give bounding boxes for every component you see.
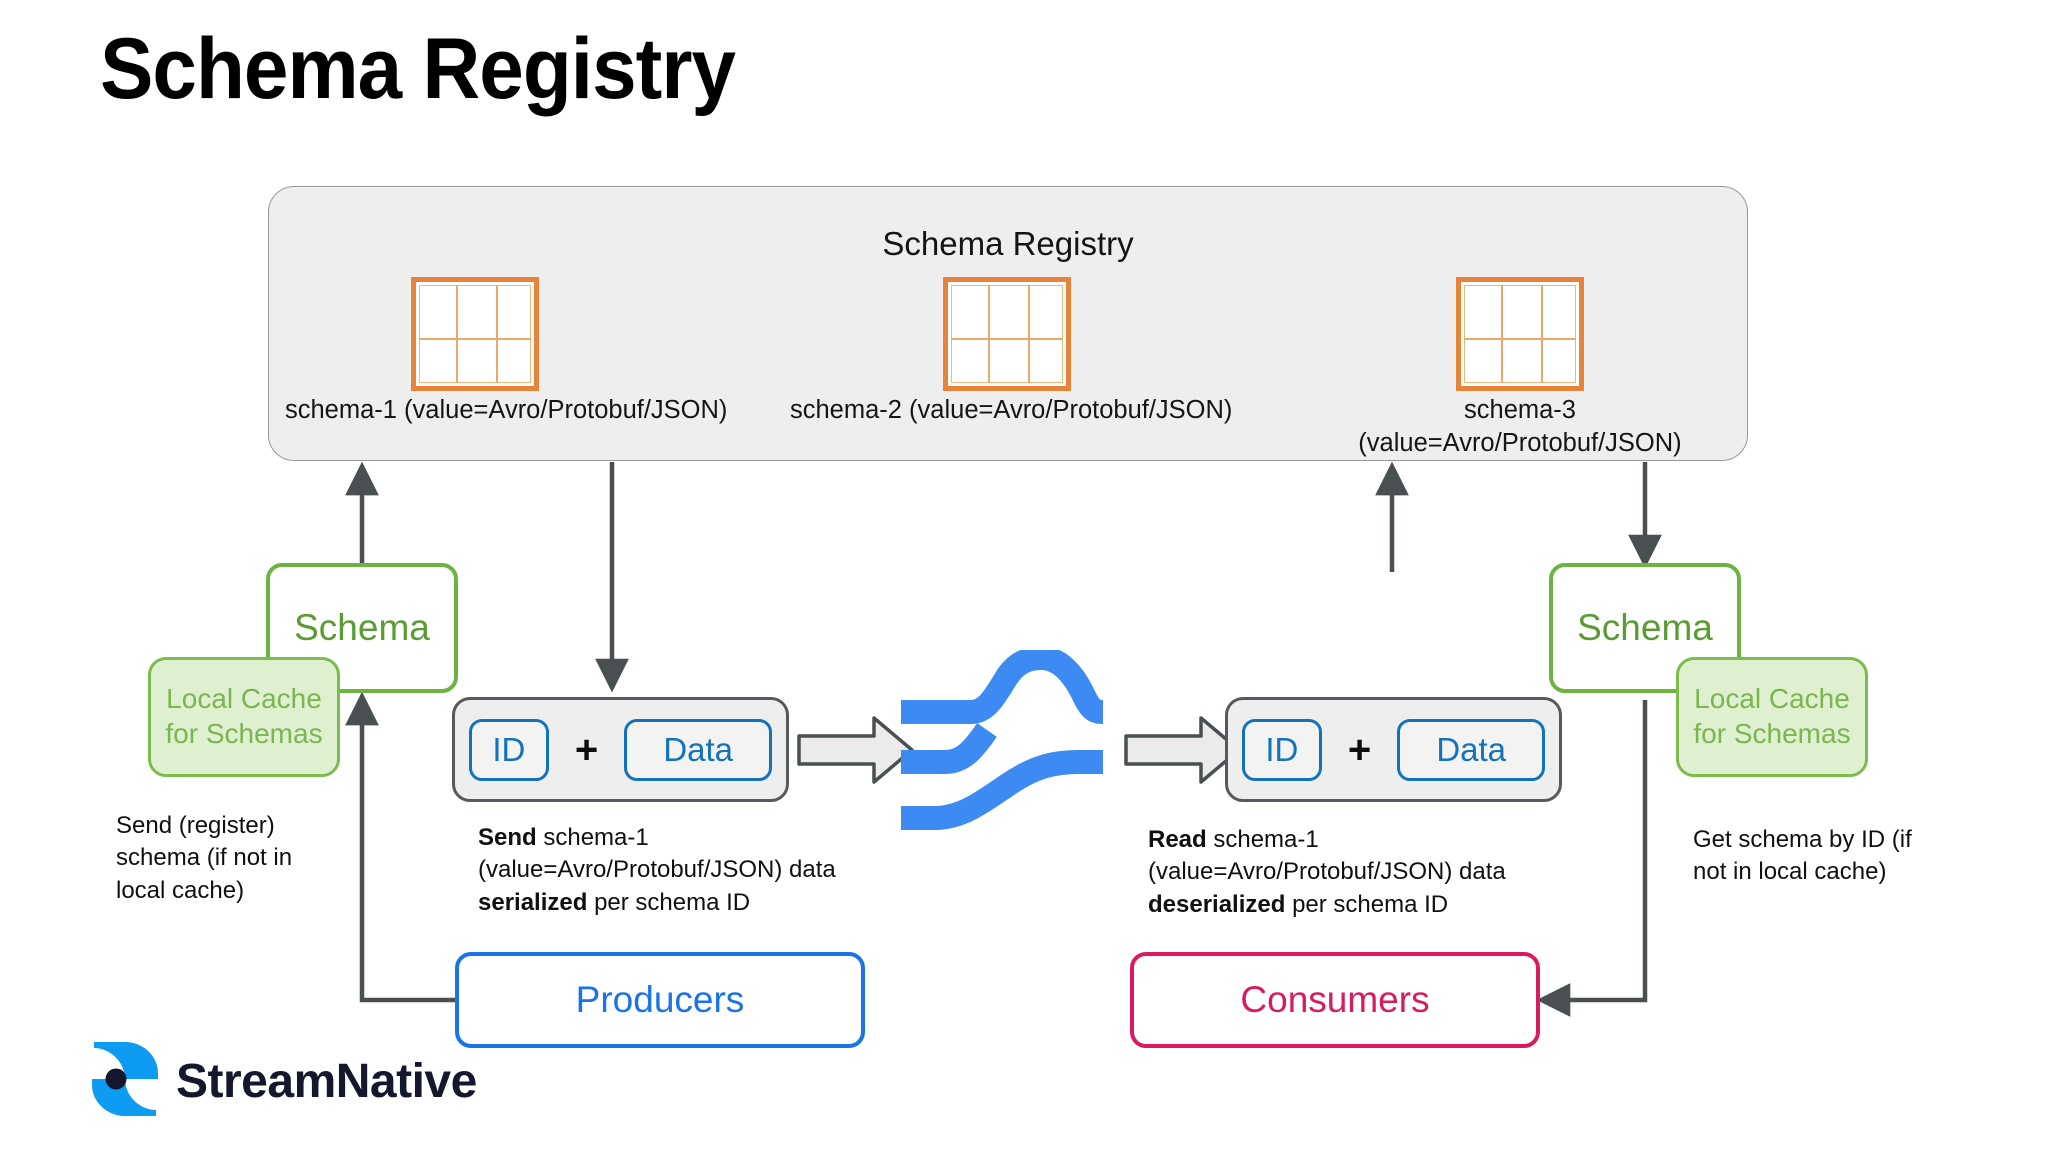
plus-icon: + bbox=[574, 727, 599, 772]
consumer-caption-bold-read: Read bbox=[1148, 826, 1207, 853]
consumer-schema-box-label: Schema bbox=[1577, 607, 1713, 648]
producer-message-data-field[interactable]: Data bbox=[624, 718, 773, 781]
producer-message-data-label: Data bbox=[663, 730, 734, 768]
consumer-deserialize-caption: Read schema-1 (value=Avro/Protobuf/JSON)… bbox=[1148, 824, 1568, 921]
schema-entry-2 bbox=[872, 277, 1142, 391]
consumer-caption-line2: (value=Avro/Protobuf/JSON) data bbox=[1148, 858, 1506, 886]
schema-label-3-line1: schema-3 bbox=[1464, 396, 1576, 424]
producer-register-note-line3: local cache) bbox=[116, 876, 245, 904]
consumer-get-schema-note-line1: Get schema by ID (if bbox=[1693, 826, 1912, 853]
consumer-get-schema-note: Get schema by ID (if not in local cache) bbox=[1693, 824, 1953, 889]
streamnative-logo-mark bbox=[92, 1040, 158, 1123]
producer-schema-box-label: Schema bbox=[294, 607, 430, 648]
producer-register-note-line2: schema (if not in bbox=[116, 844, 293, 872]
plus-icon: + bbox=[1347, 727, 1372, 772]
schema-grid-icon bbox=[411, 277, 539, 391]
producer-caption-text-1: schema-1 bbox=[536, 824, 649, 851]
consumer-message-data-field[interactable]: Data bbox=[1397, 718, 1546, 781]
flow-arrow-right-2 bbox=[1124, 716, 1241, 784]
consumers-box[interactable]: Consumers bbox=[1130, 952, 1540, 1048]
schema-label-1: schema-1 (value=Avro/Protobuf/JSON) bbox=[285, 396, 728, 424]
producer-register-note-line1: Send (register) bbox=[116, 812, 275, 839]
producer-local-cache-box[interactable]: Local Cache for Schemas bbox=[148, 657, 340, 777]
consumer-message-data-label: Data bbox=[1436, 730, 1507, 768]
streamnative-wordmark: StreamNative bbox=[176, 1055, 477, 1108]
producer-message-box: ID + Data bbox=[452, 697, 789, 802]
registry-title: Schema Registry bbox=[882, 225, 1134, 262]
producer-cache-label-line1: Local Cache bbox=[166, 683, 322, 715]
producer-caption-bold-send: Send bbox=[478, 824, 537, 851]
schema-label-2: schema-2 (value=Avro/Protobuf/JSON) bbox=[790, 396, 1233, 424]
producer-caption-text-2: per schema ID bbox=[587, 888, 751, 916]
producer-register-note: Send (register) schema (if not in local … bbox=[116, 810, 356, 907]
page-title: Schema Registry bbox=[100, 21, 736, 117]
consumer-caption-text-2: per schema ID bbox=[1285, 890, 1449, 918]
producers-box[interactable]: Producers bbox=[455, 952, 865, 1048]
apache-pulsar-logo bbox=[893, 645, 1104, 835]
producer-cache-label-line2: for Schemas bbox=[165, 718, 323, 749]
consumer-caption-text-1: schema-1 bbox=[1206, 826, 1319, 853]
producer-message-id-label: ID bbox=[492, 730, 526, 768]
streamnative-logo: StreamNative bbox=[92, 1040, 477, 1123]
schema-label-3-line2: (value=Avro/Protobuf/JSON) bbox=[1358, 428, 1682, 457]
consumer-message-box: ID + Data bbox=[1225, 697, 1562, 802]
producer-message-id-field[interactable]: ID bbox=[468, 718, 549, 781]
consumer-local-cache-box[interactable]: Local Cache for Schemas bbox=[1676, 657, 1868, 777]
producer-serialize-caption: Send schema-1 (value=Avro/Protobuf/JSON)… bbox=[478, 822, 878, 919]
consumer-caption-bold-deserialized: deserialized bbox=[1148, 890, 1286, 918]
producer-caption-line2: (value=Avro/Protobuf/JSON) data bbox=[478, 856, 836, 884]
schema-grid-icon bbox=[943, 277, 1071, 391]
schema-label-3: schema-3 (value=Avro/Protobuf/JSON) bbox=[1285, 394, 1755, 459]
consumer-message-id-field[interactable]: ID bbox=[1241, 718, 1322, 781]
schema-entry-3 bbox=[1385, 277, 1655, 391]
schema-entry-1 bbox=[340, 277, 610, 391]
producer-caption-bold-serialized: serialized bbox=[478, 888, 588, 916]
consumer-message-id-label: ID bbox=[1265, 730, 1299, 768]
consumers-label: Consumers bbox=[1240, 979, 1430, 1020]
consumer-get-schema-note-line2: not in local cache) bbox=[1693, 858, 1887, 886]
consumer-cache-label-line2: for Schemas bbox=[1693, 718, 1851, 749]
schema-grid-icon bbox=[1456, 277, 1584, 391]
producers-label: Producers bbox=[575, 979, 745, 1020]
consumer-cache-label-line1: Local Cache bbox=[1694, 683, 1850, 715]
